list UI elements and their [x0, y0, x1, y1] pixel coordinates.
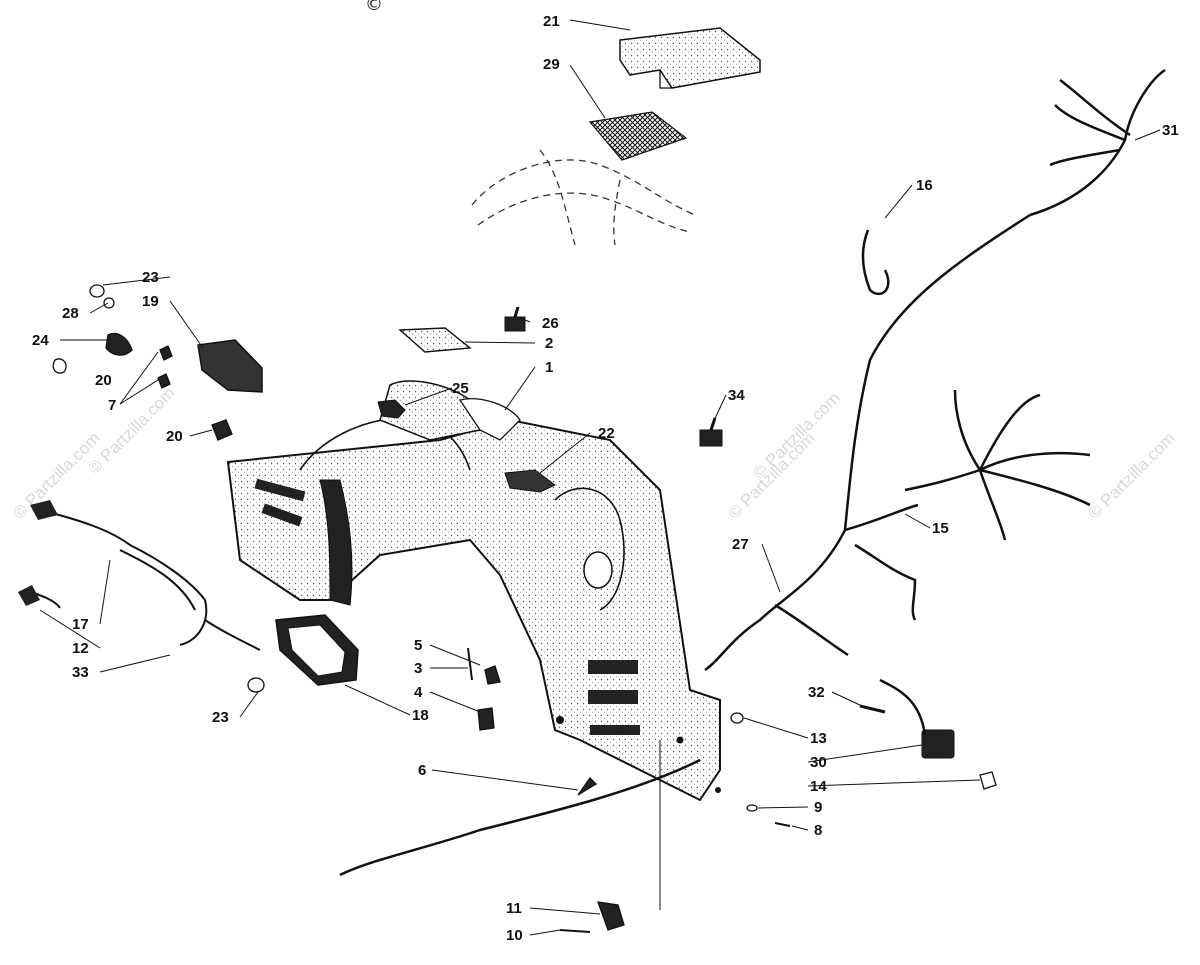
hardware	[52, 284, 997, 933]
part-7-clip	[159, 345, 173, 361]
callout-10: 10	[506, 927, 523, 944]
part-18-bezel-inner	[287, 624, 346, 677]
part-7-clip	[157, 373, 171, 389]
part-23-nut-lower	[247, 677, 265, 693]
callout-17: 17	[72, 616, 89, 633]
part-10-screw	[559, 929, 591, 933]
callout-32: 32	[808, 684, 825, 701]
part-17-lever	[30, 500, 58, 520]
part-30-connector	[921, 729, 955, 759]
callout-20a: 20	[95, 372, 112, 389]
callout-28: 28	[62, 305, 79, 322]
part-20-spring	[52, 358, 67, 374]
part-28-washer	[103, 297, 115, 309]
callout-13: 13	[810, 730, 827, 747]
callout-2: 2	[545, 335, 553, 352]
callout-34: 34	[728, 387, 745, 404]
part-3-screw	[467, 647, 473, 681]
part-23-nut	[89, 284, 105, 298]
callout-4: 4	[414, 684, 423, 701]
callout-16: 16	[916, 177, 933, 194]
callout-30: 30	[810, 754, 827, 771]
part-20-socket	[211, 419, 233, 441]
hood-outline	[471, 149, 696, 246]
leader-lines	[39, 19, 1161, 936]
callout-5: 5	[414, 637, 422, 654]
callout-24: 24	[32, 332, 49, 349]
watermark-text: © Partzilla.com	[1084, 428, 1178, 522]
callout-22: 22	[598, 425, 615, 442]
callout-labels: 21 29 16 31 23 28 19 24 20 7 20 26 2 1 2…	[32, 13, 1179, 944]
part-21-pad	[619, 27, 761, 89]
callout-29: 29	[543, 56, 560, 73]
callout-23a: 23	[142, 269, 159, 286]
part-5-clip	[484, 665, 501, 685]
callout-3: 3	[414, 660, 422, 677]
callout-14: 14	[810, 778, 827, 795]
part-2-plate	[398, 327, 472, 353]
part-14-nut	[979, 771, 997, 790]
callout-27: 27	[732, 536, 749, 553]
part-19-taillight	[197, 339, 263, 393]
part-24-socket	[105, 332, 133, 356]
part-26-switch	[504, 306, 526, 332]
callout-11: 11	[506, 900, 522, 917]
callout-6: 6	[418, 762, 426, 779]
part-34-toggle	[699, 417, 723, 447]
wiring-harness	[339, 68, 1166, 877]
callout-25: 25	[452, 380, 469, 397]
callout-33: 33	[72, 664, 89, 681]
watermark-text: © Partzilla.com	[724, 428, 818, 522]
part-8-screw	[774, 822, 791, 827]
callout-15: 15	[932, 520, 949, 537]
callout-21: 21	[543, 13, 560, 30]
callout-20b: 20	[166, 428, 183, 445]
watermark-text: © Partzilla.com	[749, 388, 843, 482]
part-22-light	[504, 469, 556, 493]
callout-7: 7	[108, 397, 116, 414]
part-25-switch	[377, 399, 406, 419]
callout-26: 26	[542, 315, 559, 332]
watermark-text: © Partzilla.com	[9, 428, 103, 522]
callout-1: 1	[545, 359, 553, 376]
part-1-console	[226, 380, 721, 802]
copyright-mark: ©	[365, 0, 383, 15]
part-12-lever	[18, 585, 40, 606]
part-9-washer	[746, 804, 758, 812]
part-29-screen	[588, 111, 688, 161]
callout-19: 19	[142, 293, 159, 310]
callout-12: 12	[72, 640, 89, 657]
callout-31: 31	[1162, 122, 1179, 139]
part-6-pin	[577, 776, 598, 796]
callout-18: 18	[412, 707, 429, 724]
callout-8: 8	[814, 822, 822, 839]
part-32-bolt	[859, 704, 886, 714]
callout-9: 9	[814, 799, 822, 816]
part-13-grommet	[730, 712, 744, 724]
watermark-text: © Partzilla.com	[84, 383, 178, 477]
part-4-clamp	[477, 707, 495, 731]
part-11-clip	[597, 901, 625, 931]
throttle-controls	[24, 509, 261, 651]
callout-23b: 23	[212, 709, 229, 726]
